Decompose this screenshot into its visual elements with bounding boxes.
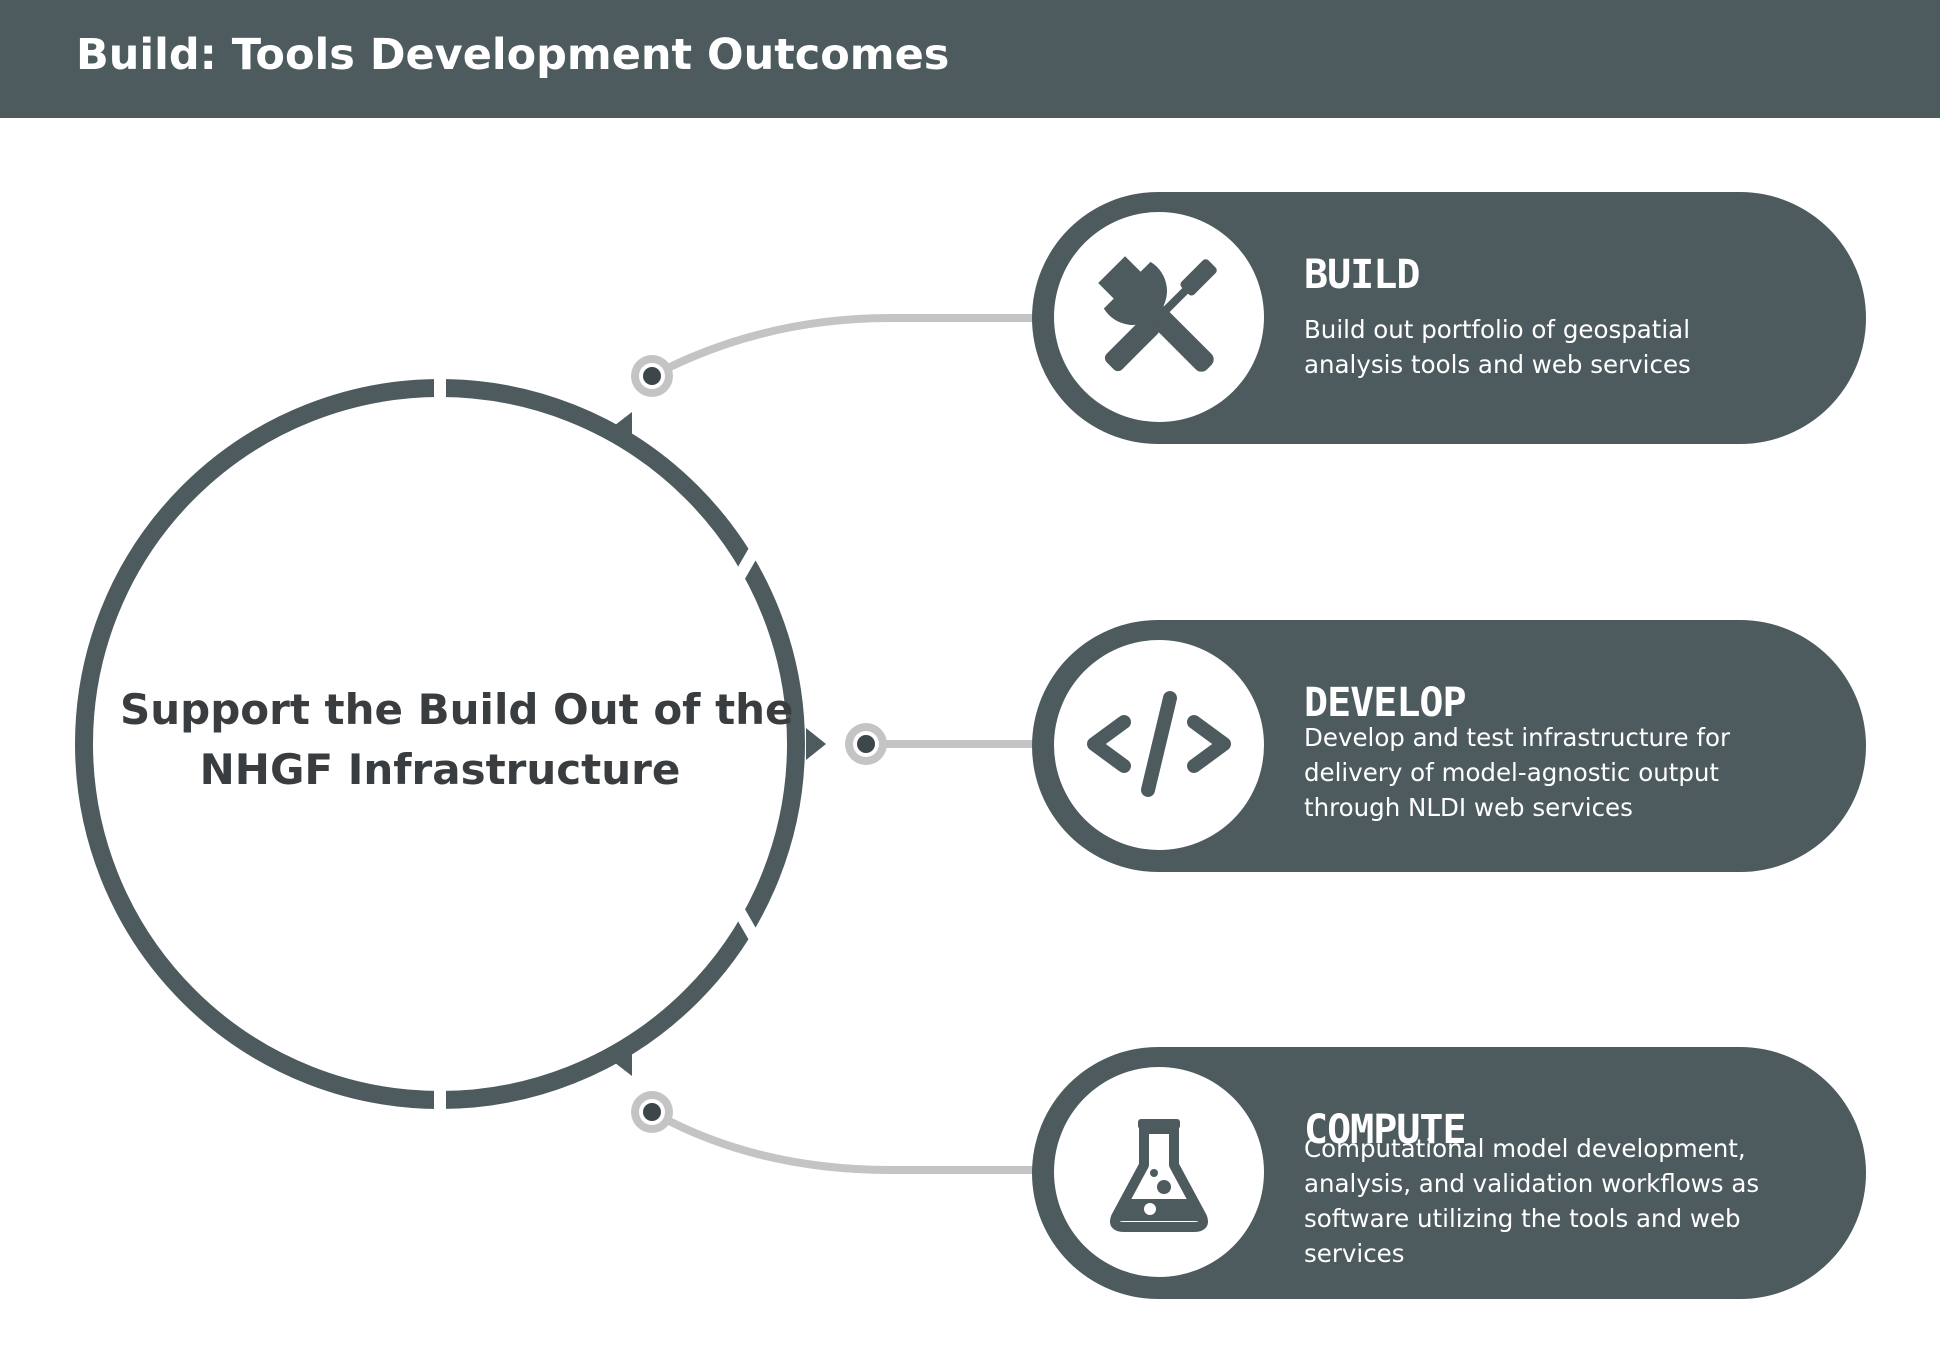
card-compute-desc-line: software utilizing the tools and web bbox=[1304, 1204, 1741, 1233]
node-build bbox=[631, 355, 673, 397]
card-develop-description: Develop and test infrastructure for deli… bbox=[1304, 720, 1804, 825]
card-build-description: Build out portfolio of geospatial analys… bbox=[1304, 312, 1804, 382]
card-compute-desc-line: services bbox=[1304, 1239, 1405, 1268]
card-build-title: BUILD bbox=[1304, 252, 1420, 298]
card-develop-desc-line: through NLDI web services bbox=[1304, 793, 1633, 822]
card-develop-title: DEVELOP bbox=[1304, 680, 1467, 726]
page-title: Build: Tools Development Outcomes bbox=[76, 30, 950, 80]
connector-build bbox=[650, 314, 1050, 380]
card-develop-desc-line: delivery of model-agnostic output bbox=[1304, 758, 1720, 787]
center-label-line-2: NHGF Infrastructure bbox=[199, 745, 681, 794]
card-compute-description: Computational model development, analysi… bbox=[1304, 1131, 1804, 1271]
card-build-desc-line: analysis tools and web services bbox=[1304, 350, 1691, 379]
pointer-compute bbox=[606, 1048, 632, 1076]
connector-compute bbox=[650, 1108, 1050, 1174]
header-bar: Build: Tools Development Outcomes bbox=[0, 0, 1940, 118]
card-develop: DEVELOP Develop and test infrastructure … bbox=[1032, 620, 1866, 872]
node-compute bbox=[631, 1091, 673, 1133]
card-compute: COMPUTE Computational model development,… bbox=[1032, 1047, 1866, 1299]
card-compute-title: COMPUTE bbox=[1304, 1107, 1467, 1153]
tools-icon bbox=[1098, 256, 1217, 372]
card-build: BUILD Build out portfolio of geospatial … bbox=[1032, 192, 1866, 444]
card-compute-desc-line: analysis, and validation workflows as bbox=[1304, 1169, 1760, 1198]
card-develop-icon-circle bbox=[1054, 640, 1264, 850]
code-icon bbox=[1087, 691, 1231, 797]
center-label-line-1: Support the Build Out of the bbox=[120, 685, 794, 734]
pointer-build bbox=[606, 412, 632, 440]
card-build-icon-circle bbox=[1054, 212, 1264, 422]
card-develop-desc-line: Develop and test infrastructure for bbox=[1304, 723, 1731, 752]
card-compute-icon-circle bbox=[1054, 1067, 1264, 1277]
flask-icon bbox=[1110, 1119, 1208, 1232]
center-label: Support the Build Out of the NHGF Infras… bbox=[120, 680, 794, 800]
card-compute-desc-line: Computational model development, bbox=[1304, 1134, 1746, 1163]
card-build-desc-line: Build out portfolio of geospatial bbox=[1304, 315, 1691, 344]
node-develop bbox=[845, 723, 887, 765]
main-circle bbox=[75, 370, 805, 1118]
pointer-develop bbox=[806, 728, 826, 760]
